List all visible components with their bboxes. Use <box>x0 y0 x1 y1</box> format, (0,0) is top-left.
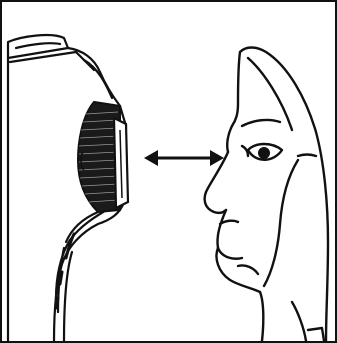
diagram-canvas <box>2 2 335 341</box>
double-headed-arrow-icon <box>144 150 224 166</box>
eye-cup-icon <box>78 102 128 212</box>
human-face-profile-icon <box>205 48 328 342</box>
